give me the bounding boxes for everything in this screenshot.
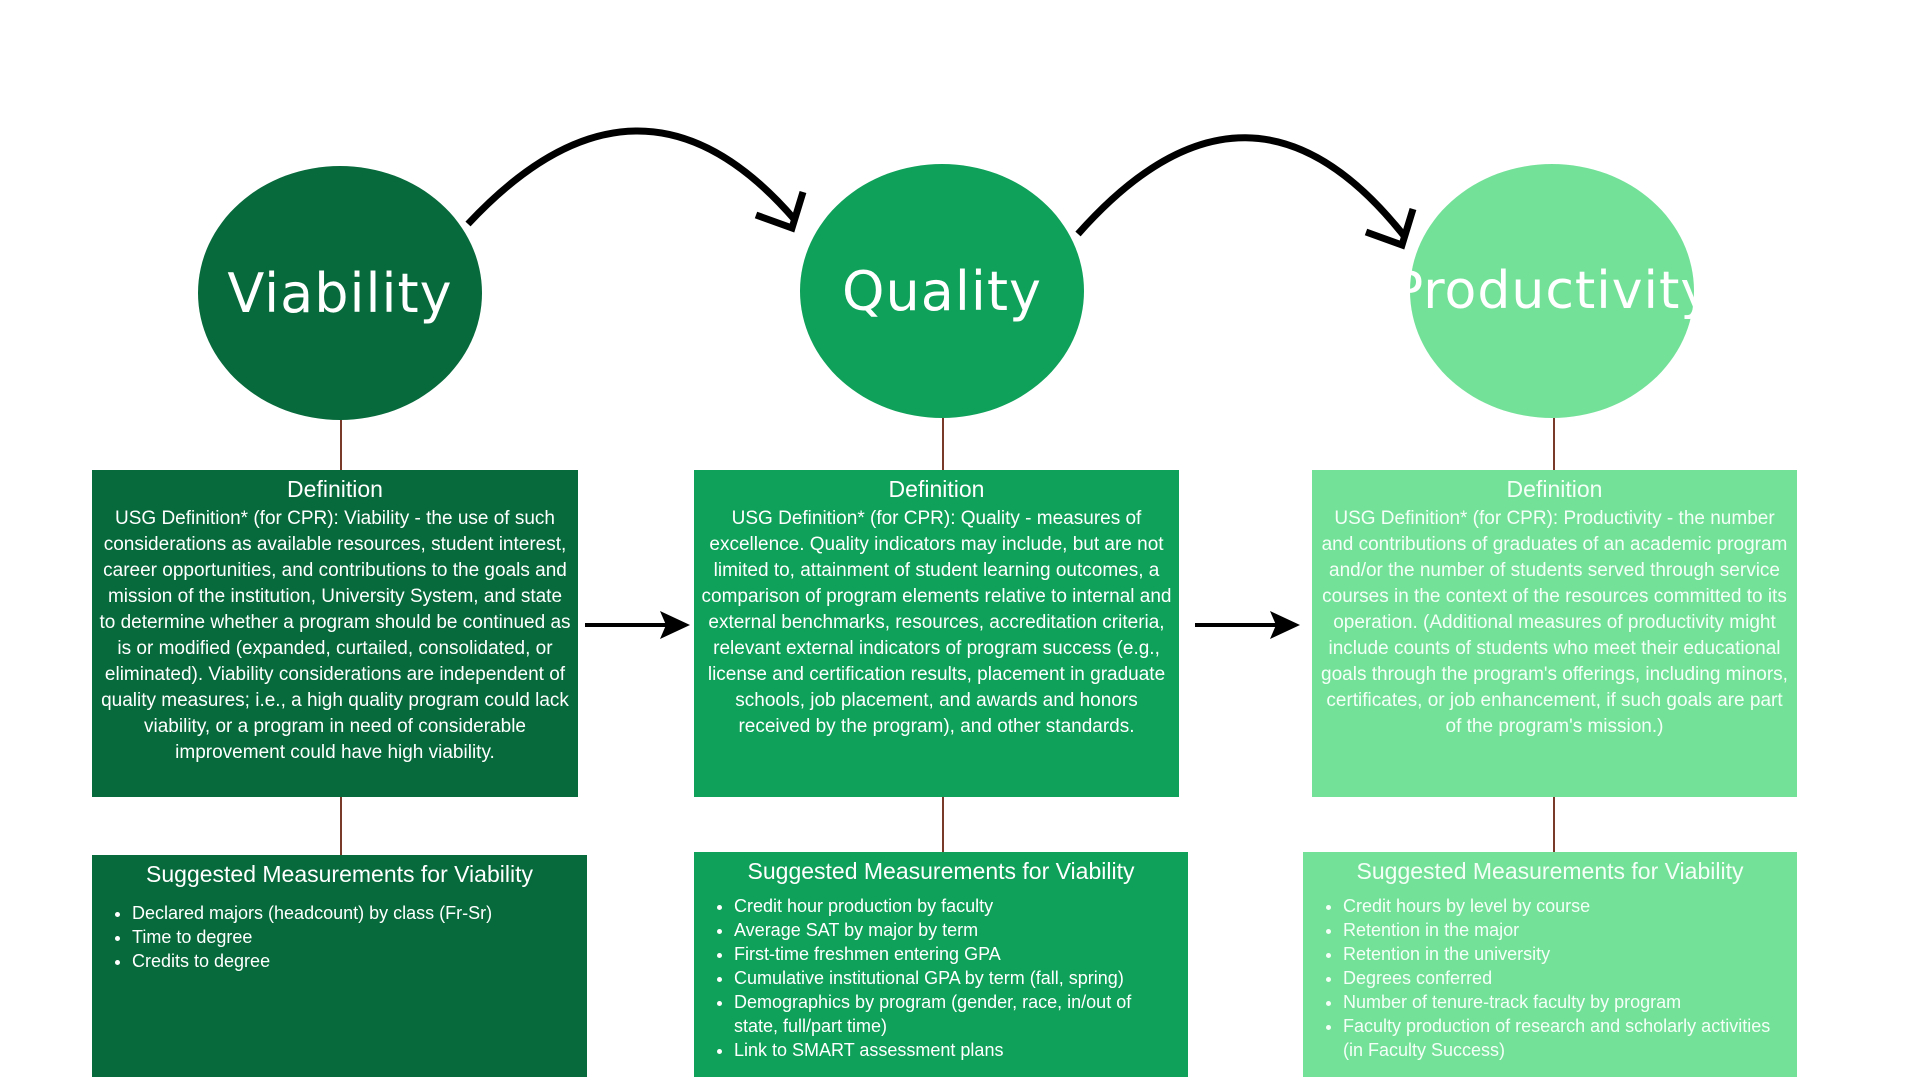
list-item: Retention in the major xyxy=(1343,918,1777,942)
quality-measurements-list: Credit hour production by faculty Averag… xyxy=(694,894,1188,1062)
quality-measurements-box: Suggested Measurements for Viability Cre… xyxy=(694,852,1188,1077)
productivity-circle: Productivity xyxy=(1392,164,1711,418)
list-item: Link to SMART assessment plans xyxy=(734,1038,1168,1062)
list-item: First-time freshmen entering GPA xyxy=(734,942,1168,966)
list-item: Degrees conferred xyxy=(1343,966,1777,990)
quality-circle: Quality xyxy=(800,164,1084,418)
curved-arrow-viability-to-quality xyxy=(465,127,798,227)
list-item: Average SAT by major by term xyxy=(734,918,1168,942)
curved-arrow-head-2 xyxy=(1364,207,1417,250)
list-item: Faculty production of research and schol… xyxy=(1343,1014,1777,1062)
list-item: Credits to degree xyxy=(132,949,567,973)
list-item: Credit hour production by faculty xyxy=(734,894,1168,918)
productivity-measurements-list: Credit hours by level by course Retentio… xyxy=(1303,894,1797,1062)
productivity-measurements-title: Suggested Measurements for Viability xyxy=(1356,858,1744,884)
viability-definition-box: Definition USG Definition* (for CPR): Vi… xyxy=(92,470,578,797)
straight-arrow-2-head xyxy=(1270,611,1300,639)
viability-definition-title: Definition xyxy=(287,476,383,502)
quality-definition-text: USG Definition* (for CPR): Quality - mea… xyxy=(701,508,1172,737)
viability-measurements-box: Suggested Measurements for Viability Dec… xyxy=(92,855,587,1077)
list-item: Number of tenure-track faculty by progra… xyxy=(1343,990,1777,1014)
curved-arrow-quality-to-productivity xyxy=(1075,134,1408,240)
curved-arrow-head-1 xyxy=(754,190,807,233)
productivity-circle-label: Productivity xyxy=(1391,261,1713,321)
productivity-definition-box: Definition USG Definition* (for CPR): Pr… xyxy=(1312,470,1797,797)
quality-measurements-title: Suggested Measurements for Viability xyxy=(747,858,1135,884)
list-item: Demographics by program (gender, race, i… xyxy=(734,990,1168,1038)
list-item: Cumulative institutional GPA by term (fa… xyxy=(734,966,1168,990)
list-item: Declared majors (headcount) by class (Fr… xyxy=(132,901,567,925)
list-item: Time to degree xyxy=(132,925,567,949)
list-item: Credit hours by level by course xyxy=(1343,894,1777,918)
quality-circle-label: Quality xyxy=(842,259,1042,323)
quality-definition-box: Definition USG Definition* (for CPR): Qu… xyxy=(694,470,1179,797)
quality-definition-title: Definition xyxy=(888,476,985,502)
viability-circle: Viability xyxy=(198,166,482,420)
productivity-measurements-box: Suggested Measurements for Viability Cre… xyxy=(1303,852,1797,1077)
viability-definition-text: USG Definition* (for CPR): Viability - t… xyxy=(99,508,571,763)
productivity-definition-text: USG Definition* (for CPR): Productivity … xyxy=(1321,508,1788,737)
productivity-definition-title: Definition xyxy=(1506,476,1603,502)
viability-measurements-list: Declared majors (headcount) by class (Fr… xyxy=(92,901,587,973)
straight-arrow-1-head xyxy=(660,611,690,639)
list-item: Retention in the university xyxy=(1343,942,1777,966)
viability-circle-label: Viability xyxy=(227,261,453,325)
viability-measurements-title: Suggested Measurements for Viability xyxy=(146,861,533,887)
